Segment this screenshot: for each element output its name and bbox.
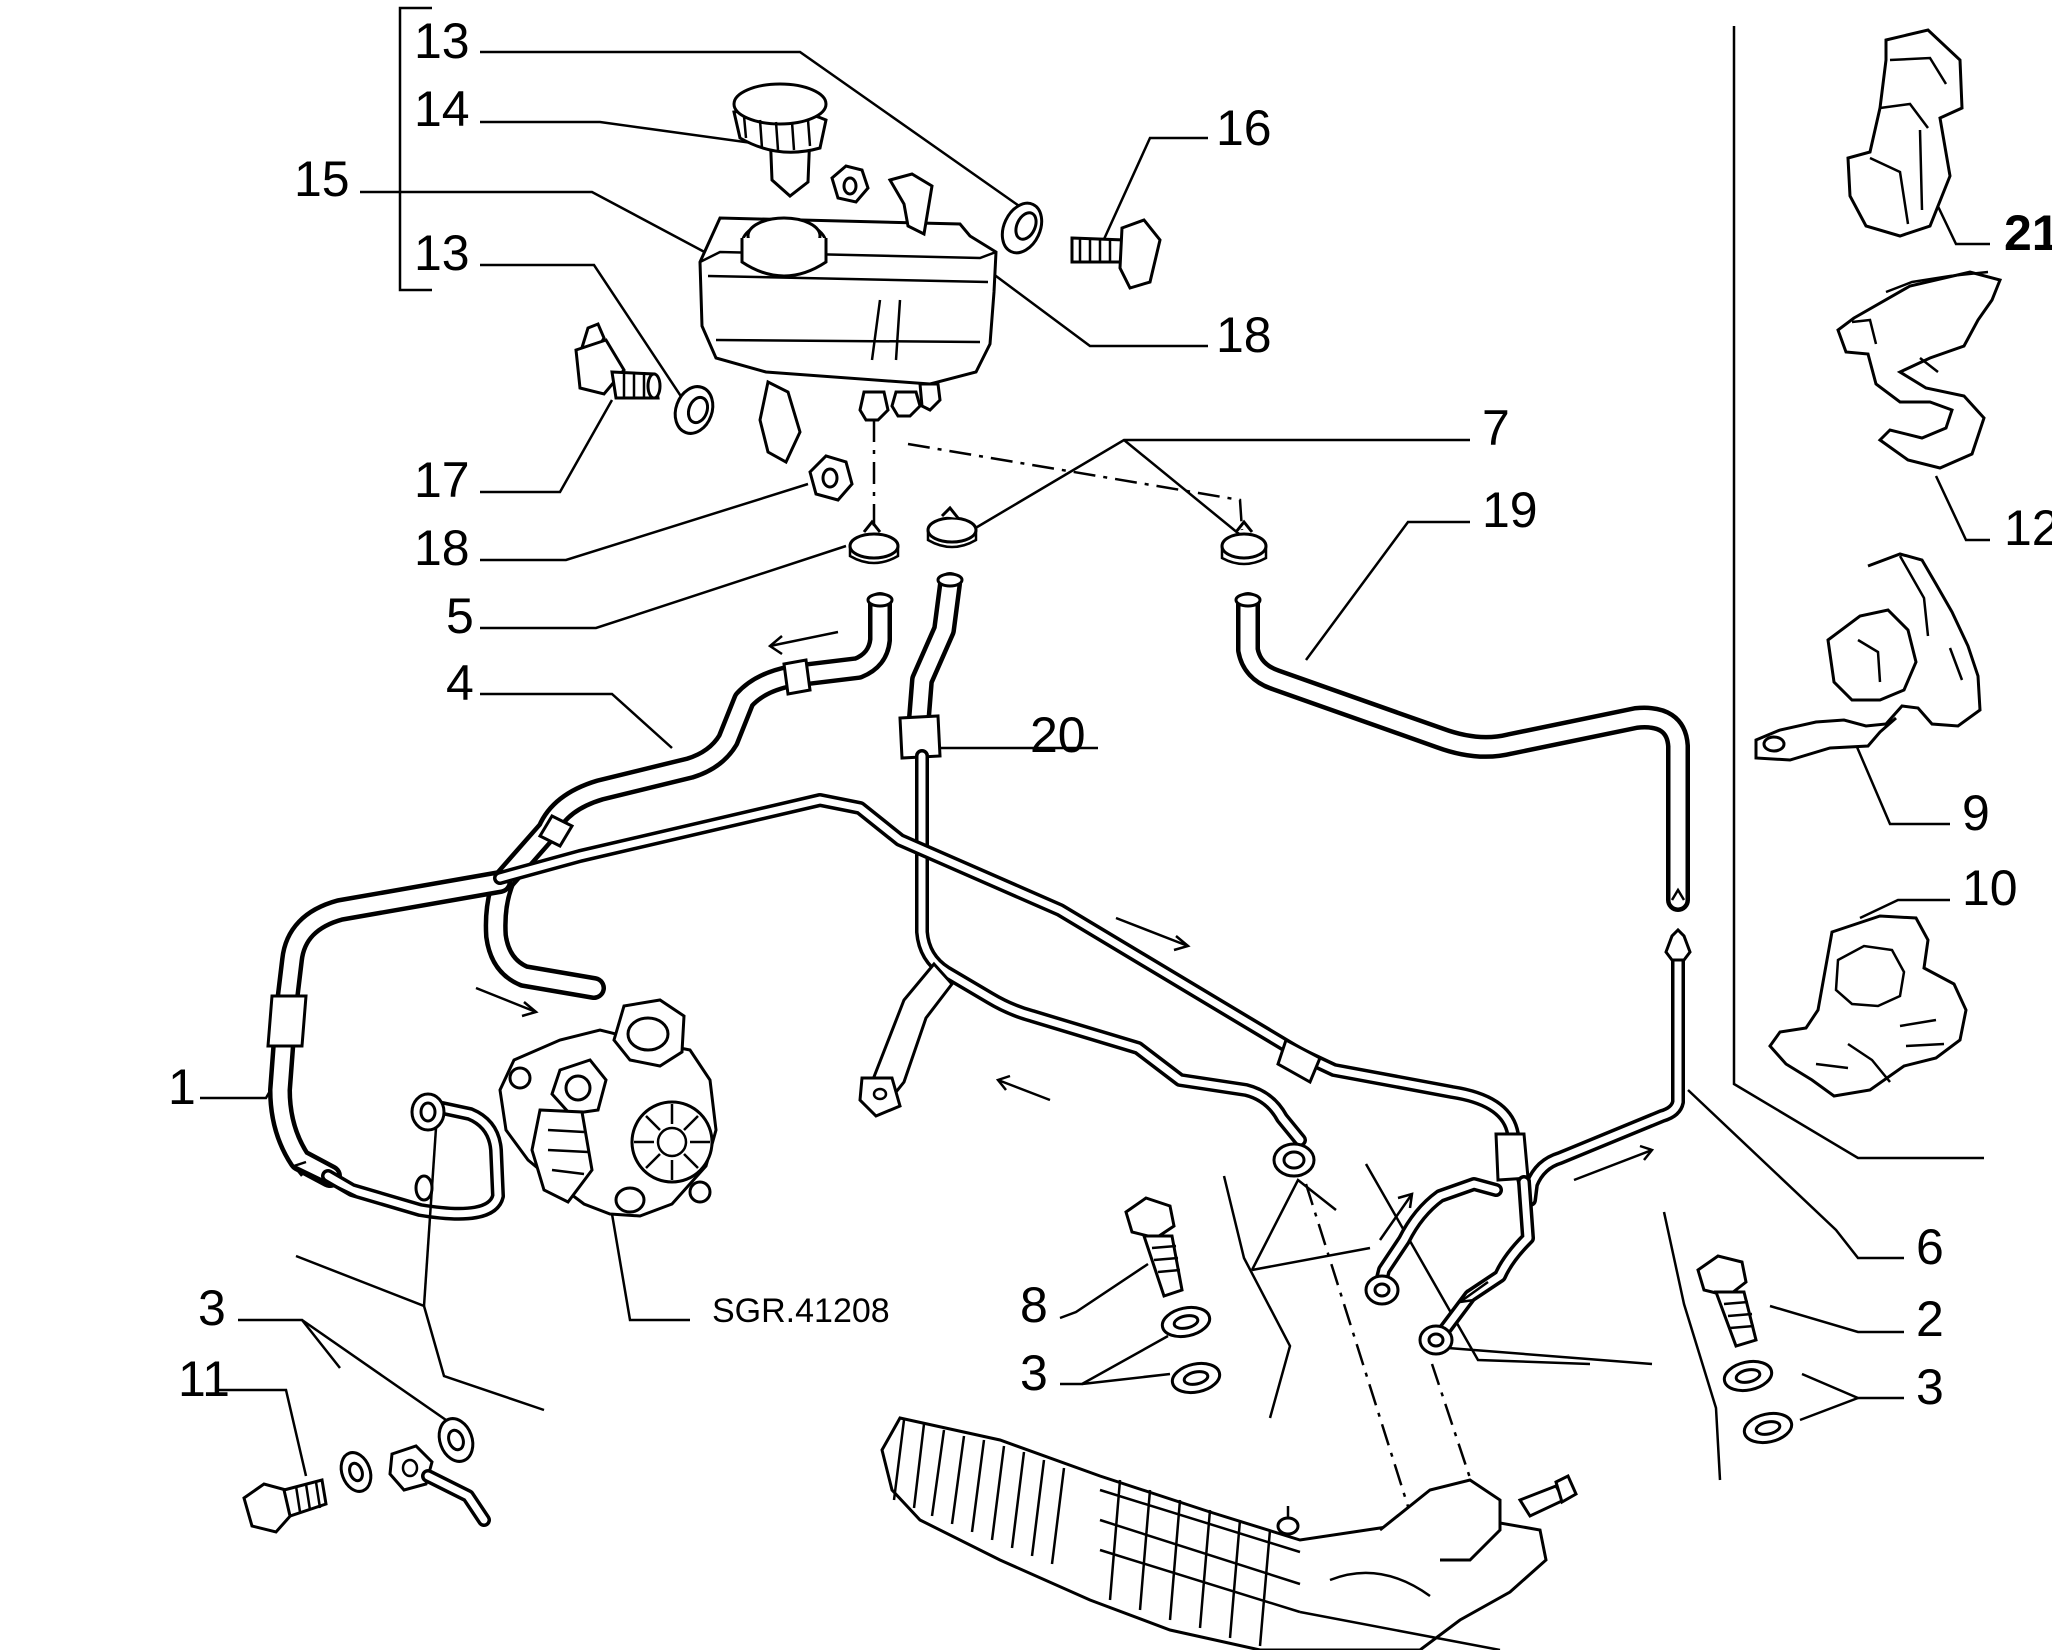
- callout-3-left: 3: [198, 1280, 226, 1336]
- callout-18-right: 18: [1216, 307, 1272, 363]
- leader-lines: [200, 6, 1990, 1477]
- callout-17: 17: [414, 452, 470, 508]
- callout-4: 4: [446, 655, 474, 711]
- nut-18-upper: [830, 164, 870, 204]
- washer-3-middle-a: [1160, 1305, 1212, 1339]
- callout-20: 20: [1030, 707, 1086, 763]
- screw-16: [1070, 218, 1162, 290]
- callout-10: 10: [1962, 860, 2018, 916]
- callout-7: 7: [1482, 400, 1510, 456]
- callout-2: 2: [1916, 1291, 1944, 1347]
- callout-14: 14: [414, 81, 470, 137]
- hose-19: [1234, 592, 1690, 912]
- washer-3-right-b: [1742, 1411, 1794, 1445]
- washer-3-left-b: [437, 1417, 475, 1463]
- drawing-code: SGR.41208: [712, 1292, 890, 1330]
- screw-17: [574, 322, 662, 400]
- callout-11: 11: [178, 1351, 230, 1407]
- callout-19: 19: [1482, 482, 1538, 538]
- banjo-screw-2: [1696, 1254, 1758, 1348]
- banjo-fitting: [388, 1444, 491, 1527]
- clips-panel: [1732, 26, 2003, 1160]
- assembly-lines: [872, 420, 1492, 1539]
- callout-21: 21: [2004, 205, 2052, 261]
- callout-6: 6: [1916, 1219, 1944, 1275]
- hose-20: [858, 572, 1316, 1178]
- hose-4: [483, 592, 894, 1000]
- callout-18-left: 18: [414, 520, 470, 576]
- callout-16: 16: [1216, 100, 1272, 156]
- callout-12: 12: [2004, 500, 2052, 556]
- pump: [498, 998, 718, 1218]
- clamp-7-middle: [926, 505, 978, 549]
- washer-3-middle-b: [1170, 1361, 1222, 1395]
- steering-rack: [880, 1416, 1578, 1650]
- callout-8: 8: [1020, 1277, 1048, 1333]
- nut-18-lower: [808, 454, 854, 502]
- callout-9: 9: [1962, 785, 1990, 841]
- callout-5: 5: [446, 588, 474, 644]
- clip-10: [1768, 914, 1968, 1098]
- pressure-line: [493, 793, 1535, 1356]
- grommet-13-lower: [673, 385, 715, 435]
- washer-3-left-a: [339, 1451, 373, 1493]
- grommet-13-upper: [1000, 201, 1044, 255]
- callout-15: 15: [294, 151, 350, 207]
- callout-13-upper: 13: [414, 13, 470, 69]
- flow-arrows: [291, 630, 1655, 1304]
- clip-12: [1836, 270, 2003, 470]
- banjo-screw-11: [242, 1478, 328, 1534]
- callout-3-middle: 3: [1020, 1345, 1048, 1401]
- pipe-6: [1523, 927, 1692, 1207]
- clip-21: [1846, 28, 1964, 238]
- panel-divider: [1732, 26, 1984, 1160]
- banjo-screw-8: [1124, 1196, 1184, 1298]
- washer-3-right-a: [1722, 1359, 1774, 1393]
- callout-13-lower: 13: [414, 225, 470, 281]
- reservoir-15: [698, 172, 998, 465]
- hose-1: [266, 870, 512, 1221]
- clip-9: [1754, 552, 1982, 762]
- clamp-5: [848, 519, 900, 565]
- callout-labels: 13 14 15 13 16 18 17 18 7 19 5 4 20 1 3 …: [168, 13, 2052, 1415]
- cap-14: [732, 82, 828, 198]
- callout-3-right: 3: [1916, 1359, 1944, 1415]
- clamp-7-right: [1220, 519, 1268, 566]
- break-lines: [295, 1127, 1722, 1481]
- callout-1: 1: [168, 1059, 196, 1115]
